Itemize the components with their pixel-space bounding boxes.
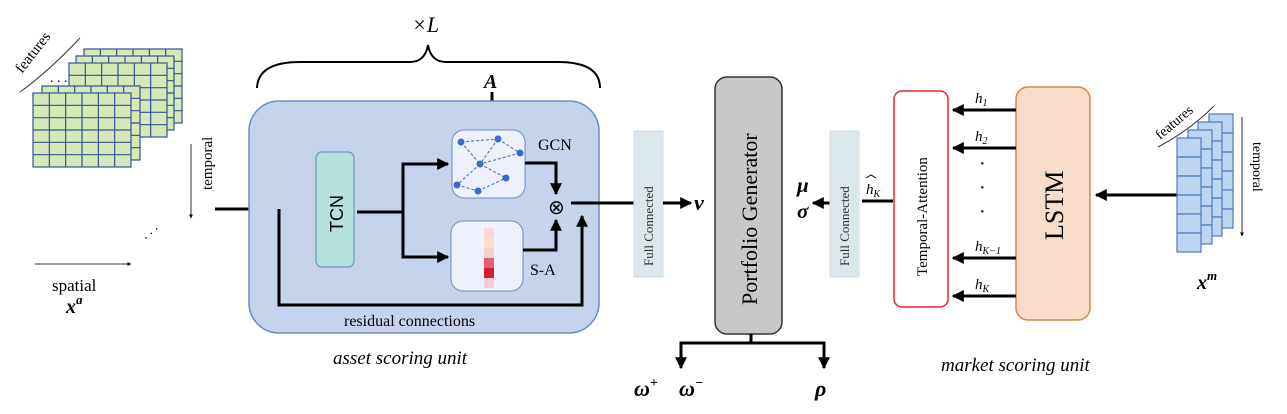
graph-node bbox=[494, 135, 502, 143]
portfolio-output-branch bbox=[675, 334, 753, 370]
graph-network-icon bbox=[453, 135, 524, 195]
tcn-to-gcn-arrow bbox=[357, 158, 450, 214]
sa-to-combine-arrow bbox=[523, 218, 562, 252]
temporal-attention-label: Temporal-Attention bbox=[915, 157, 931, 276]
graph-node bbox=[457, 138, 465, 146]
residual-label: residual connections bbox=[344, 313, 475, 330]
tcn-label: TCN bbox=[327, 195, 347, 232]
tensor-cell bbox=[1176, 232, 1202, 253]
lstm-label: LSTM bbox=[1040, 171, 1069, 240]
graph-edge bbox=[456, 184, 479, 192]
residual-connection-arrow bbox=[277, 209, 588, 307]
asset-scoring-unit-box bbox=[248, 100, 600, 334]
hidden-state-label: hK bbox=[975, 277, 991, 295]
omega-plus-label: ω+ bbox=[634, 376, 658, 401]
graph-edge bbox=[477, 177, 507, 192]
attention-cell bbox=[484, 258, 494, 268]
graph-edge bbox=[497, 138, 521, 154]
mu-label: μ bbox=[796, 173, 809, 197]
dots-left-top: . . . bbox=[50, 71, 68, 86]
attention-cell bbox=[484, 278, 494, 288]
vertical-dots: · bbox=[979, 201, 986, 223]
hidden-state-label: h1 bbox=[975, 91, 988, 109]
attention-cell bbox=[484, 238, 494, 248]
fc-right-label: Full Connected bbox=[837, 186, 852, 266]
graph-edge bbox=[456, 163, 481, 186]
graph-edge bbox=[479, 138, 499, 165]
fc-left-label: Full Connected bbox=[641, 186, 656, 266]
temporal-label-left: temporal bbox=[200, 137, 216, 190]
fc-right-block bbox=[829, 130, 860, 278]
temporal-label-right: temporal bbox=[1249, 142, 1264, 192]
lstm-block[interactable] bbox=[1015, 86, 1091, 321]
v-output-label: v bbox=[694, 190, 704, 215]
portfolio-generator-label: Portfolio Generator bbox=[737, 133, 762, 305]
hk-hat-label: hK bbox=[866, 182, 882, 200]
portfolio-generator-block[interactable] bbox=[714, 76, 783, 335]
repeat-label: ×L bbox=[412, 12, 439, 37]
tensor-column bbox=[1176, 137, 1202, 253]
attention-cell bbox=[484, 268, 494, 278]
features-bracket-left bbox=[19, 37, 81, 93]
tcn-to-sa-arrow bbox=[401, 212, 450, 263]
portfolio-output-branch-right bbox=[751, 341, 830, 370]
hk-hat-accent bbox=[865, 174, 877, 179]
market-input-symbol: xm bbox=[1196, 268, 1217, 294]
asset-input-tensor bbox=[32, 48, 183, 168]
temporal-attention-block[interactable] bbox=[893, 90, 949, 308]
repeat-brace bbox=[256, 44, 601, 89]
attention-cell bbox=[484, 248, 494, 258]
market-unit-caption: market scoring unit bbox=[941, 355, 1091, 376]
vertical-dots: · bbox=[979, 153, 986, 175]
tcn-block bbox=[315, 151, 355, 268]
gcn-to-combine-arrow bbox=[525, 161, 562, 196]
graph-node bbox=[516, 149, 524, 157]
adjacency-label: A bbox=[482, 71, 497, 93]
asset-unit-caption: asset scoring unit bbox=[333, 348, 468, 369]
graph-node bbox=[476, 160, 484, 168]
sa-label: S-A bbox=[530, 262, 556, 279]
dots-left-bottom: . . . bbox=[138, 220, 161, 243]
hidden-state-label: h2 bbox=[975, 129, 988, 147]
combine-operator: ⊗ bbox=[548, 197, 565, 219]
graph-node bbox=[502, 174, 510, 182]
tensor-cell bbox=[1176, 137, 1202, 158]
tensor-cell bbox=[1176, 156, 1202, 177]
tensor-cell bbox=[1176, 213, 1202, 234]
hidden-state-label: hK−1 bbox=[975, 239, 1001, 257]
rho-label: ρ bbox=[814, 376, 826, 401]
tensor-slice bbox=[32, 92, 132, 168]
spatial-label: spatial bbox=[52, 276, 97, 295]
graph-node bbox=[474, 187, 482, 195]
fc-left-block bbox=[633, 130, 664, 278]
market-input-tensor bbox=[1176, 113, 1234, 253]
graph-edge bbox=[479, 152, 521, 165]
attention-cell bbox=[484, 228, 494, 238]
vertical-dots: · bbox=[979, 177, 986, 199]
sigma-label: σ bbox=[797, 199, 809, 223]
omega-minus-label: ω− bbox=[679, 376, 703, 401]
attention-heatmap bbox=[484, 228, 494, 288]
features-bracket-right bbox=[1157, 105, 1215, 148]
hidden-state-arrows: h1 h2 hK−1 hK bbox=[951, 91, 1016, 302]
tensor-cell bbox=[1176, 175, 1202, 196]
graph-edge bbox=[460, 138, 499, 143]
graph-node bbox=[453, 181, 461, 189]
asset-input-symbol: xa bbox=[65, 292, 83, 318]
tensor-cell bbox=[1176, 194, 1202, 215]
gcn-label: GCN bbox=[538, 137, 572, 154]
